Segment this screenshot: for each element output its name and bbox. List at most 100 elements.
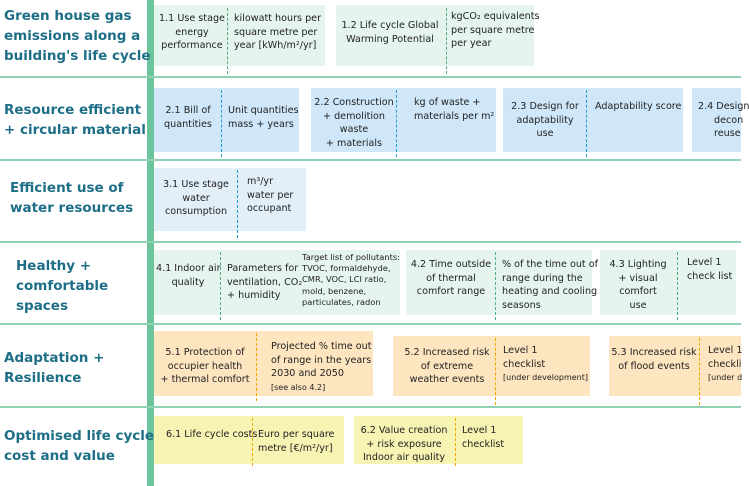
text-line: of range in the years bbox=[271, 354, 372, 366]
card-divider bbox=[446, 8, 447, 74]
text-line: [under d bbox=[708, 373, 743, 382]
text-line: 2.2 Construction bbox=[314, 97, 394, 108]
text-line: 5.3 Increased risk bbox=[611, 347, 697, 358]
vertical-axis-bar bbox=[147, 0, 154, 486]
card-5-3-name: 5.3 Increased risk of flood events bbox=[610, 346, 698, 373]
card-1-2-name: 1.2 Life cycle Global Warming Potential bbox=[337, 19, 443, 46]
card-2-4-name: 2.4 Design decon reuse bbox=[698, 100, 749, 141]
card-2-3 bbox=[503, 88, 683, 152]
card-divider bbox=[455, 418, 456, 466]
row-label-ghg: Green house gas emissions along a buildi… bbox=[4, 6, 151, 66]
row-label-line: Optimised life cycle bbox=[4, 428, 155, 444]
card-6-2-name: 6.2 Value creation + risk exposure Indoo… bbox=[356, 424, 452, 465]
text-line: kg of waste + bbox=[414, 97, 481, 108]
card-5-2 bbox=[393, 336, 590, 396]
card-4-1-unit: Parameters for ventilation, CO₂ + humidi… bbox=[227, 262, 302, 303]
text-line: per year bbox=[451, 38, 492, 49]
card-4-1-name: 4.1 Indoor air quality bbox=[156, 262, 221, 289]
card-divider bbox=[586, 90, 587, 157]
card-2-1-unit: Unit quantities mass + years bbox=[228, 104, 298, 131]
text-line: 2.1 Bill of bbox=[165, 105, 211, 116]
text-line: quantities bbox=[164, 118, 212, 130]
row-label-line: Adaptation + bbox=[4, 350, 105, 366]
row-label-line: + circular material bbox=[4, 122, 146, 138]
text-line: adaptability bbox=[516, 114, 574, 126]
text-line: Euro per square bbox=[258, 429, 335, 440]
card-3-1-unit: m³/yr water per occupant bbox=[247, 175, 293, 216]
card-divider bbox=[220, 252, 221, 320]
text-line: Unit quantities bbox=[228, 105, 299, 116]
text-line: kgCO₂ equivalents bbox=[451, 11, 540, 22]
card-4-2-name: 4.2 Time outside of thermal comfort rang… bbox=[408, 258, 494, 299]
card-4-1 bbox=[154, 250, 400, 315]
text-line: ventilation, CO₂ bbox=[227, 276, 303, 288]
card-2-2-name: 2.2 Construction + demolition waste + ma… bbox=[313, 96, 395, 150]
text-line: 3.1 Use stage bbox=[163, 179, 229, 190]
text-line: performance bbox=[161, 40, 223, 51]
text-line: [see also 4.2] bbox=[271, 382, 326, 392]
text-line: 2030 and 2050 bbox=[271, 368, 344, 379]
text-line: 2.3 Design for bbox=[511, 101, 579, 112]
card-6-2-unit: Level 1 checklist bbox=[462, 424, 504, 451]
text-line: 1.2 Life cycle Global bbox=[341, 20, 439, 31]
text-line: mold, benzene, bbox=[302, 285, 367, 296]
text-line: comfort bbox=[619, 286, 657, 297]
text-line: water bbox=[182, 192, 210, 204]
card-6-2 bbox=[354, 416, 523, 464]
text-line: consumption bbox=[164, 206, 228, 217]
row-divider bbox=[0, 159, 741, 161]
text-line: of flood events bbox=[618, 360, 690, 372]
card-4-3-unit: Level 1 check list bbox=[687, 256, 732, 283]
card-4-3 bbox=[600, 250, 736, 315]
card-5-3-unit: Level 1 checkli [under d bbox=[708, 344, 743, 385]
row-label-line: Green house gas bbox=[4, 8, 132, 24]
text-line: 5.1 Protection of bbox=[165, 347, 245, 358]
row-label-line: Efficient use of bbox=[10, 180, 124, 196]
row-label-line: spaces bbox=[16, 298, 69, 314]
row-label-cost: Optimised life cycle cost and value bbox=[4, 426, 155, 466]
card-divider bbox=[227, 8, 228, 74]
text-line: Warming Potential bbox=[346, 33, 434, 45]
card-4-3-name: 4.3 Lighting + visual comfort use bbox=[602, 258, 674, 312]
card-divider bbox=[699, 338, 700, 405]
row-label-line: water resources bbox=[10, 200, 134, 216]
card-6-1 bbox=[154, 416, 344, 464]
row-label-line: emissions along a bbox=[4, 28, 141, 44]
text-line: water per bbox=[247, 189, 294, 201]
row-divider bbox=[0, 406, 741, 408]
text-line: Indoor air quality bbox=[362, 452, 446, 463]
text-line: + visual bbox=[618, 272, 658, 284]
card-4-2-unit: % of the time out of range during the he… bbox=[502, 258, 598, 312]
text-line: checklist bbox=[462, 438, 505, 450]
text-line: Target list of pollutants: bbox=[302, 252, 400, 262]
text-line: CMR, VOC, LCI ratio, bbox=[302, 274, 387, 285]
card-1-2 bbox=[336, 5, 534, 66]
text-line: quality bbox=[171, 276, 205, 288]
text-line: energy bbox=[175, 26, 209, 38]
row-divider bbox=[0, 76, 741, 78]
text-line: comfort range bbox=[416, 286, 486, 297]
text-line: 2.4 Design bbox=[698, 101, 749, 112]
row-label-resource: Resource efficient + circular material bbox=[4, 100, 146, 140]
card-4-2 bbox=[406, 250, 592, 315]
card-1-2-unit: kgCO₂ equivalents per square metre per y… bbox=[451, 10, 540, 51]
text-line: + thermal comfort bbox=[160, 374, 250, 385]
card-2-1 bbox=[154, 88, 299, 152]
text-line: 4.3 Lighting bbox=[609, 259, 667, 270]
text-line: seasons bbox=[502, 299, 541, 311]
text-line: mass + years bbox=[228, 118, 294, 130]
card-5-2-unit: Level 1 checklist [under development] bbox=[503, 344, 588, 385]
card-2-3-name: 2.3 Design for adaptability use bbox=[506, 100, 584, 141]
card-2-4 bbox=[692, 88, 741, 152]
row-label-line: Resource efficient bbox=[4, 102, 142, 118]
text-line: occupant bbox=[247, 203, 292, 214]
card-6-1-name: 6.1 Life cycle costs bbox=[166, 428, 257, 442]
text-line: waste bbox=[339, 124, 369, 135]
text-line: reuse bbox=[714, 128, 741, 139]
text-line: 4.2 Time outside bbox=[410, 259, 492, 270]
card-divider bbox=[495, 338, 496, 405]
text-line: kilowatt hours per bbox=[234, 13, 322, 24]
text-line: 5.2 Increased risk bbox=[404, 347, 490, 358]
card-divider bbox=[495, 252, 496, 320]
card-5-1 bbox=[154, 331, 373, 396]
